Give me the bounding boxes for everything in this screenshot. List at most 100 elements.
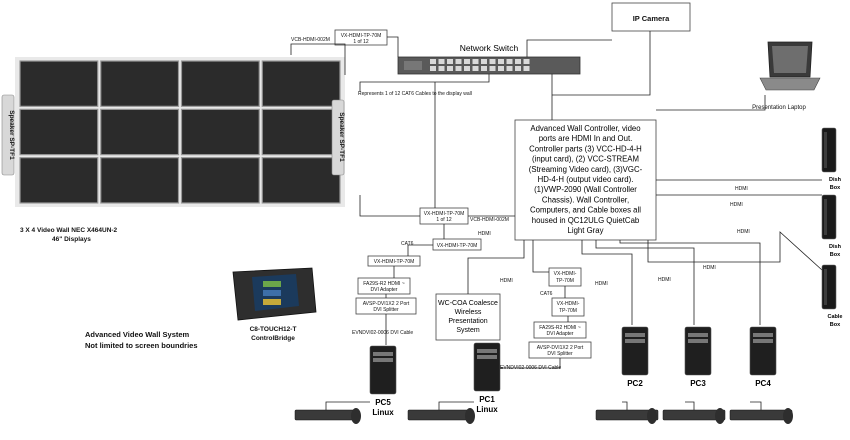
- wireless-box: [435, 293, 501, 341]
- connection-wire: [532, 240, 549, 273]
- connection-wire: [552, 31, 651, 96]
- left-chain: VX-HDMI-TP-70M FA29S-R2 HDMI ~ DVI Adapt…: [352, 255, 421, 336]
- pc-name: PC1: [479, 395, 495, 404]
- switch-port: [438, 66, 445, 71]
- adapter-right-model: FA29S-R2 HDMI ~: [539, 325, 581, 331]
- switch-port: [498, 59, 504, 64]
- right-chain: VX-HDMI- TP-70M CAT6 VX-HDMI- TP-70M FA2…: [500, 267, 592, 371]
- pc-drive-bay: [373, 358, 393, 362]
- switch-port: [515, 59, 521, 64]
- speaker-right-cabinet: [331, 99, 345, 176]
- controller-text-line: HD-4-H (output video card).: [538, 175, 634, 184]
- wireless-text-line: System: [456, 327, 480, 334]
- touch-panel: C8-TOUCH12-T ControlBridge: [232, 267, 317, 342]
- controller-text-line: Advanced Wall Controller, video: [530, 124, 641, 133]
- tx-mid-count: 1 of 12: [436, 217, 452, 223]
- pc-drive-bay: [753, 339, 773, 343]
- video-wall: 3 X 4 Video Wall NEC X464UN-2 46" Displa…: [15, 57, 345, 243]
- mouse: [465, 408, 475, 424]
- box-label: Dish: [829, 244, 842, 250]
- connection-wire: [359, 74, 490, 92]
- pc-drive-bay: [625, 333, 645, 337]
- connection-wire: [595, 240, 695, 325]
- switch-port: [447, 66, 453, 71]
- switch-port: [447, 59, 453, 64]
- speaker-left-label: Speaker SP-TF1: [8, 110, 15, 160]
- box-label: Cable: [828, 314, 843, 320]
- ip-camera-label: IP Camera: [633, 14, 670, 23]
- keyboard-cable: [622, 401, 628, 410]
- represents-label: Represents 1 of 12 CAT6 Cables to the di…: [358, 91, 472, 97]
- switch-port: [506, 59, 513, 64]
- keyboard-cable: [325, 401, 370, 410]
- controller-text-line: Controller parts (3) VCC-HD-4-H: [529, 144, 642, 153]
- keyboard-cable: [438, 401, 474, 410]
- controller-text-line: (Streaming Video card), (3)VGC-: [529, 165, 643, 174]
- box-label: Box: [830, 252, 841, 258]
- mouse: [783, 408, 793, 424]
- video-wall-model-label: 3 X 4 Video Wall NEC X464UN-2: [20, 227, 118, 234]
- display-panel: [261, 60, 341, 107]
- touch-panel-model: C8-TOUCH12-T: [250, 326, 297, 333]
- connection-wire: [526, 39, 612, 57]
- connection-wire: [647, 231, 823, 271]
- presentation-laptop: Presentation Laptop: [752, 41, 821, 111]
- pc-os: Linux: [372, 408, 394, 417]
- laptop-display: [772, 46, 808, 73]
- switch-port: [481, 66, 487, 71]
- box-label: Dish: [829, 177, 842, 183]
- connection-wire: [619, 240, 761, 325]
- switch-port: [430, 59, 436, 64]
- tx-left-box: [432, 238, 482, 251]
- speaker-left-cabinet: [1, 94, 15, 176]
- switch-port: [489, 66, 496, 71]
- speaker-right: Speaker SP-TF1: [331, 99, 345, 176]
- controller-text-line: (1)VWP-2090 (Wall Controller: [534, 185, 637, 194]
- pc-drive-bay: [688, 333, 708, 337]
- switch-port: [472, 59, 479, 64]
- pc-drive-bay: [688, 339, 708, 343]
- tx-right-model: VX-HDMI-: [554, 271, 577, 277]
- hdmi-mid-label: HDMI: [478, 231, 491, 237]
- tx-left-model: VX-HDMI-TP-70M: [437, 243, 478, 249]
- pc-drive-bay: [625, 339, 645, 343]
- adapter-right-type: DVI Adapter: [547, 331, 574, 337]
- ip-camera-box: [611, 2, 691, 32]
- connection-wires: [290, 31, 823, 369]
- display-panel: [180, 108, 260, 156]
- switch-port: [455, 59, 462, 64]
- wireless-text-line: WC-COA Coalesce: [438, 300, 498, 307]
- network-switch-chassis: [397, 56, 581, 75]
- keyboard-cable: [685, 401, 695, 410]
- video-wall-size-label: 46" Displays: [52, 236, 91, 243]
- hdmi-pc3-label: HDMI: [658, 277, 671, 283]
- wireless-presentation: WC-COA CoalesceWirelessPresentationSyste…: [435, 278, 513, 341]
- switch-port: [481, 59, 487, 64]
- switch-port: [464, 59, 470, 64]
- display-panel: [19, 60, 99, 107]
- pc-drive-bay: [477, 355, 497, 359]
- tx-right-type: TP-70M: [556, 278, 574, 284]
- switch-port: [498, 66, 504, 71]
- hdmi-box3-label: HDMI: [737, 229, 750, 235]
- switch-badge: [404, 61, 422, 70]
- network-switch-ports: [404, 59, 530, 71]
- controller-text-line: ports are HDMI In and Out.: [539, 134, 633, 143]
- controller-text-line: Computers, and Cable boxes all: [530, 206, 641, 215]
- adapter-left-box: [357, 277, 411, 295]
- pc-drive-bay: [373, 352, 393, 356]
- display-panel: [180, 60, 260, 107]
- keyboard: [729, 409, 793, 421]
- rx-right-model: VX-HDMI-: [557, 301, 580, 307]
- display-panel: [19, 157, 99, 204]
- switch-port: [515, 66, 521, 71]
- splitter-left-type: DVI Splitter: [373, 307, 399, 313]
- pc-os: Linux: [476, 405, 498, 414]
- switch-port: [438, 59, 445, 64]
- hdmi-wireless-label: HDMI: [500, 278, 513, 284]
- display-panel: [261, 157, 341, 204]
- connection-wire: [290, 43, 346, 75]
